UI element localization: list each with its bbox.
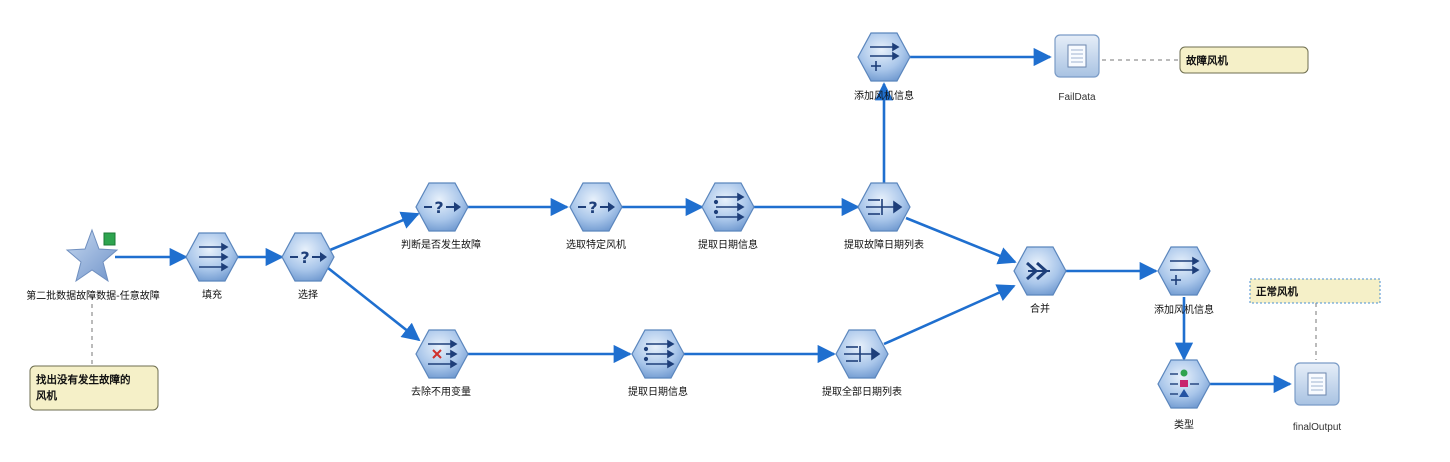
- node-final-output[interactable]: finalOutput: [1293, 362, 1342, 433]
- note-normal-turbine[interactable]: 正常风机: [1249, 278, 1381, 304]
- status-flag-icon: [103, 232, 116, 246]
- svg-text:?: ?: [300, 248, 309, 267]
- node-label: 选取特定风机: [566, 238, 626, 251]
- node-label: 添加风机信息: [1154, 303, 1214, 316]
- node-add-turbine-right[interactable]: 添加风机信息: [1154, 246, 1214, 316]
- node-label: 判断是否发生故障: [401, 238, 481, 251]
- node-judge-fault[interactable]: ? 判断是否发生故障: [401, 182, 481, 251]
- derive-arrows-icon: [643, 339, 675, 369]
- node-label: 去除不用变量: [411, 385, 471, 398]
- node-remove-unused[interactable]: 去除不用变量: [411, 329, 471, 398]
- node-extract-date-bottom[interactable]: 提取日期信息: [628, 329, 688, 398]
- derive-arrows-icon: [713, 192, 745, 222]
- node-label: finalOutput: [1293, 422, 1342, 433]
- node-add-turbine-top[interactable]: 添加风机信息: [854, 32, 914, 102]
- aggregate-arrows-icon: [844, 346, 881, 362]
- node-label: 提取日期信息: [698, 238, 758, 251]
- add-plus-icon: [870, 42, 900, 71]
- hex-node-shape: [415, 182, 469, 232]
- node-label: 第二批数据故障数据-任意故障: [26, 289, 160, 302]
- type-shapes-icon: [1170, 369, 1199, 397]
- svg-text:?: ?: [588, 198, 597, 217]
- node-label: 填充: [202, 288, 222, 301]
- edge-select-judge[interactable]: [329, 211, 420, 252]
- connections: [115, 47, 1292, 394]
- node-source[interactable]: 第二批数据故障数据-任意故障: [26, 228, 160, 302]
- hex-node-shape: [569, 182, 623, 232]
- filter-cross-icon: [428, 339, 458, 369]
- node-label: 合并: [1030, 302, 1050, 315]
- select-question-icon: ?: [290, 248, 327, 267]
- annotation-links: [91, 59, 1317, 366]
- note-text: 正常风机: [1256, 285, 1298, 298]
- node-extract-fault-dates[interactable]: 提取故障日期列表: [844, 182, 924, 251]
- node-label: 提取日期信息: [628, 385, 688, 398]
- hex-node-shape: [857, 32, 911, 82]
- svg-text:?: ?: [434, 198, 443, 217]
- node-merge[interactable]: 合并: [1013, 246, 1067, 315]
- node-label: 提取全部日期列表: [822, 385, 902, 398]
- select-question-icon: ?: [578, 198, 615, 217]
- note-fault-turbine[interactable]: 故障风机: [1179, 46, 1309, 74]
- node-extract-date-top[interactable]: 提取日期信息: [698, 182, 758, 251]
- node-fill[interactable]: 填充: [185, 232, 239, 301]
- fill-arrows-icon: [199, 242, 229, 272]
- select-question-icon: ?: [424, 198, 461, 217]
- aggregate-arrows-icon: [866, 199, 903, 215]
- node-select-1[interactable]: ? 选择: [281, 232, 335, 301]
- merge-double-chevron-icon: [1026, 261, 1050, 281]
- note-text: 故障风机: [1186, 54, 1228, 67]
- node-label: 添加风机信息: [854, 89, 914, 102]
- edge-faultdates-merge[interactable]: [905, 216, 1017, 265]
- node-label: FailData: [1058, 92, 1096, 103]
- node-fail-data[interactable]: FailData: [1054, 34, 1100, 103]
- note-text-line-1: 找出没有发生故障的: [36, 373, 131, 386]
- node-label: 类型: [1174, 418, 1194, 431]
- hex-node-shape: [1157, 246, 1211, 296]
- note-no-fault-turbine[interactable]: 找出没有发生故障的 风机: [29, 365, 159, 411]
- star-source-icon: [65, 228, 119, 283]
- hex-node-shape: [415, 329, 469, 379]
- hex-node-shape: [281, 232, 335, 282]
- edge-alldates-merge[interactable]: [883, 284, 1016, 346]
- node-extract-all-dates[interactable]: 提取全部日期列表: [822, 329, 902, 398]
- node-type[interactable]: 类型: [1157, 359, 1211, 431]
- node-pick-turbine[interactable]: ? 选取特定风机: [566, 182, 626, 251]
- node-label: 选择: [298, 288, 318, 301]
- node-label: 提取故障日期列表: [844, 238, 924, 251]
- edge-select-remove[interactable]: [327, 266, 421, 342]
- note-text-line-2: 风机: [36, 389, 57, 402]
- add-plus-icon: [1170, 256, 1200, 285]
